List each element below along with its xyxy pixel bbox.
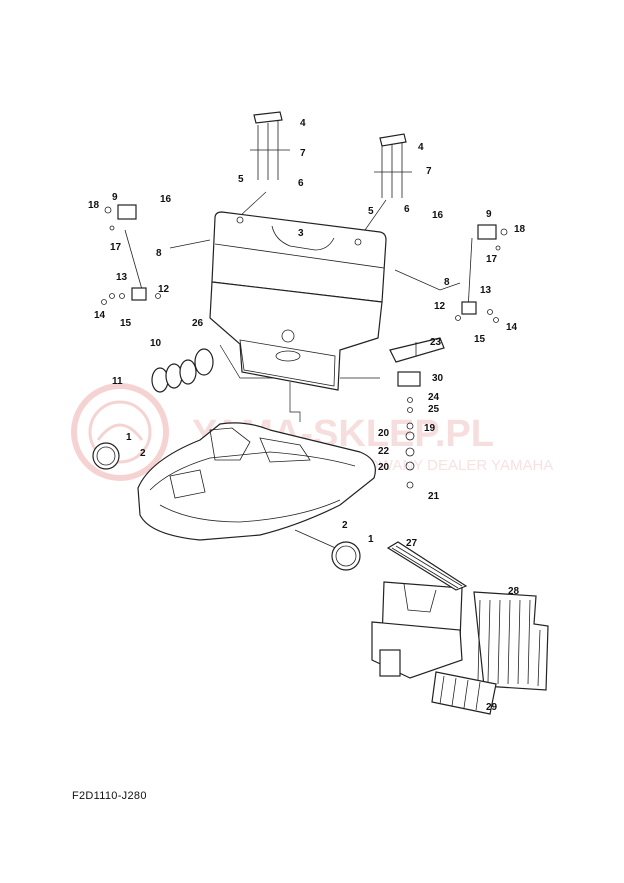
left-gas-strut [101,204,161,305]
callout-labels: 1 2 3 4 5 6 7 8 9 10 11 12 13 14 15 16 1… [88,118,526,713]
callout-label: 5 [238,174,244,185]
callout-label: 7 [426,166,432,177]
hatch-base [209,281,383,391]
callout-label: 6 [298,178,304,189]
callout-label: 17 [486,254,498,265]
callout-label: 16 [432,210,444,221]
callout-label: 26 [192,318,204,329]
inspection-port-right [331,541,361,571]
callout-label: 29 [486,702,498,713]
callout-label: 1 [126,432,132,443]
callout-label: 22 [378,446,390,457]
callout-label: 4 [418,142,424,153]
callout-label: 10 [150,338,162,349]
callout-label: 12 [434,301,446,312]
callout-label: 18 [514,224,526,235]
callout-label: 30 [432,373,444,384]
callout-label: 17 [110,242,122,253]
callout-label: 14 [94,310,106,321]
callout-label: 11 [112,376,123,387]
callout-label: 7 [300,148,306,159]
mat-29 [431,671,497,715]
callout-label: 1 [368,534,374,545]
callout-label: 18 [88,200,100,211]
storage-cover-lid [211,211,387,303]
callout-label: 13 [480,285,492,296]
callout-label: 5 [368,206,374,217]
callout-label: 8 [156,248,162,259]
callout-label: 2 [342,520,348,531]
callout-label: 28 [508,586,520,597]
callout-label: 2 [140,448,146,459]
callout-label: 21 [428,491,440,502]
callout-label: 23 [430,337,442,348]
left-hinge-bolts [250,111,290,180]
right-gas-strut [455,224,508,323]
callout-label: 25 [428,404,440,415]
storage-tub [371,581,463,679]
right-hinge-bolts [374,133,412,198]
callout-label: 14 [506,322,518,333]
latch-hardware [389,337,445,489]
vent-rings [151,348,214,393]
callout-label: 4 [300,118,306,129]
callout-label: 27 [406,538,418,549]
callout-label: 12 [158,284,170,295]
watermark-logo-icon [71,383,169,481]
mat-28 [473,591,549,691]
callout-label: 24 [428,392,440,403]
callout-label: 20 [378,428,390,439]
callout-label: 6 [404,204,410,215]
callout-label: 9 [486,209,492,220]
diagram-code: F2D1110-J280 [72,790,147,802]
callout-label: 9 [112,192,118,203]
callout-label: 8 [444,277,450,288]
callout-label: 19 [424,423,436,434]
boat-hull [137,422,376,541]
callout-label: 3 [298,228,304,239]
callout-label: 15 [474,334,486,345]
mat-strip-27 [386,541,468,591]
callout-label: 13 [116,272,128,283]
callout-label: 16 [160,194,172,205]
inspection-port-left [92,442,120,470]
callout-label: 15 [120,318,132,329]
callout-label: 20 [378,462,390,473]
